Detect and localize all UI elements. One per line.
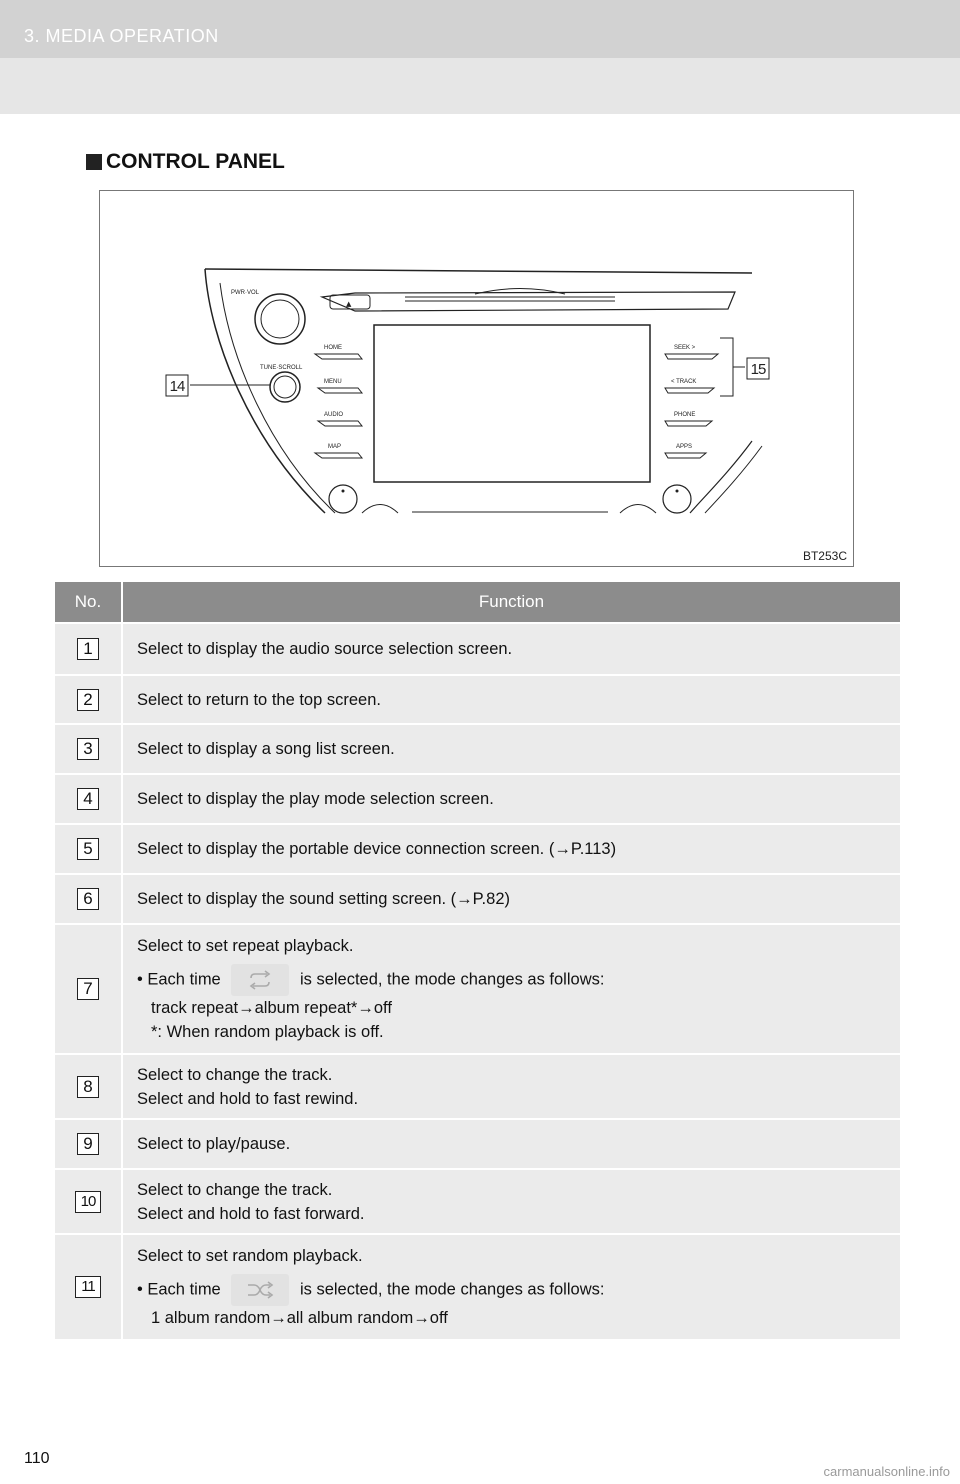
row-function: Select to play/pause. — [123, 1118, 900, 1168]
function-table: No. Function 1 Select to display the aud… — [55, 582, 900, 1339]
row-function: Select to set repeat playback. • Each ti… — [123, 923, 900, 1053]
repeat-icon — [250, 970, 271, 990]
row-number: 2 — [77, 688, 99, 711]
row-number: 4 — [77, 788, 99, 810]
row-function: Select to change the track. Select and h… — [123, 1168, 900, 1233]
section-heading: CONTROL PANEL — [86, 150, 285, 174]
label-phone: PHONE — [674, 412, 695, 418]
label-home: HOME — [324, 345, 342, 351]
column-header-function: Function — [123, 582, 900, 622]
row-function: Select to return to the top screen. — [123, 674, 900, 723]
row-line: Select to set random playback. — [137, 1247, 363, 1265]
bullet-line: • Each time is selected, the mode change… — [137, 964, 886, 996]
table-row: 6 Select to display the sound setting sc… — [55, 873, 900, 923]
section-heading-text: CONTROL PANEL — [106, 150, 285, 173]
row-function: Select to display the play mode selectio… — [123, 773, 900, 823]
control-panel-figure: PWR·VOL TUNE·SCROLL HOME MENU AUDIO MAP … — [99, 190, 854, 567]
row-number: 7 — [77, 978, 99, 1000]
callout-14: 14 — [170, 378, 185, 395]
label-track: < TRACK — [671, 379, 696, 385]
row-line: track repeat→album repeat*→off — [151, 999, 392, 1017]
eject-icon: ▲ — [346, 300, 352, 308]
label-map: MAP — [328, 444, 341, 450]
label-apps: APPS — [676, 444, 692, 450]
figure-code: BT253C — [802, 549, 847, 563]
table-row: 1 Select to display the audio source sel… — [55, 622, 900, 674]
section-title: 3. MEDIA OPERATION — [24, 26, 219, 46]
row-function: Select to display the portable device co… — [123, 823, 900, 873]
row-number: 10 — [75, 1190, 101, 1213]
table-row: 10 Select to change the track. Select an… — [55, 1168, 900, 1233]
label-menu: MENU — [324, 379, 342, 385]
label-tune-scroll: TUNE·SCROLL — [260, 365, 303, 371]
row-function: Select to display the audio source selec… — [123, 622, 900, 674]
selected-text: is selected, the mode changes as follows… — [299, 1280, 605, 1299]
row-number: 11 — [75, 1276, 101, 1298]
row-number: 6 — [77, 888, 99, 910]
page-number: 110 — [24, 1450, 50, 1467]
table-row: 7 Select to set repeat playback. • Each … — [55, 923, 900, 1053]
table-row: 4 Select to display the play mode select… — [55, 773, 900, 823]
selected-text: is selected, the mode changes as follows… — [299, 970, 605, 989]
row-line: Select to change the track. — [137, 1180, 333, 1199]
header-band — [0, 58, 960, 114]
bullet-icon: • — [137, 970, 143, 989]
bullet-line: • Each time is selected, the mode change… — [137, 1274, 886, 1306]
table-header-row: No. Function — [55, 582, 900, 622]
callout-15: 15 — [751, 361, 766, 378]
row-line: Select to change the track. — [137, 1065, 333, 1084]
repeat-button-image — [231, 964, 290, 996]
table-row: 11 Select to set random playback. • Each… — [55, 1233, 900, 1339]
row-function: Select to display a song list screen. — [123, 723, 900, 773]
label-seek: SEEK > — [674, 345, 696, 351]
row-number: 1 — [77, 638, 99, 660]
heading-square-icon — [86, 154, 102, 170]
row-footnote: *: When random playback is off. — [151, 1023, 384, 1041]
row-function: Select to change the track. Select and h… — [123, 1053, 900, 1118]
label-pwr-vol: PWR·VOL — [231, 290, 260, 296]
shuffle-icon — [248, 1281, 274, 1299]
row-number: 9 — [77, 1133, 99, 1155]
column-header-no: No. — [55, 582, 123, 622]
control-panel-illustration: PWR·VOL TUNE·SCROLL HOME MENU AUDIO MAP … — [165, 268, 770, 514]
watermark: carmanualsonline.info — [823, 1464, 950, 1479]
table-row: 2 Select to return to the top screen. — [55, 674, 900, 723]
shuffle-button-image — [231, 1274, 290, 1306]
row-function: Select to set random playback. • Each ti… — [123, 1233, 900, 1339]
row-line: Select to set repeat playback. — [137, 937, 354, 955]
table-row: 9 Select to play/pause. — [55, 1118, 900, 1168]
header-bar: 3. MEDIA OPERATION — [0, 0, 960, 58]
row-number: 3 — [77, 738, 99, 760]
table-row: 8 Select to change the track. Select and… — [55, 1053, 900, 1118]
bullet-icon: • — [137, 1280, 143, 1299]
callout-box-15 — [746, 357, 770, 380]
row-number: 5 — [77, 838, 99, 860]
each-time-text: Each time — [147, 970, 221, 989]
row-function: Select to display the sound setting scre… — [123, 873, 900, 923]
row-line: Select and hold to fast forward. — [137, 1204, 365, 1223]
row-line: Select and hold to fast rewind. — [137, 1089, 359, 1108]
each-time-text: Each time — [147, 1280, 221, 1299]
label-audio: AUDIO — [324, 412, 343, 418]
row-line: 1 album random→all album random→off — [151, 1309, 448, 1327]
row-number: 8 — [77, 1075, 99, 1098]
callout-box-14 — [165, 374, 189, 397]
table-row: 5 Select to display the portable device … — [55, 823, 900, 873]
table-row: 3 Select to display a song list screen. — [55, 723, 900, 773]
